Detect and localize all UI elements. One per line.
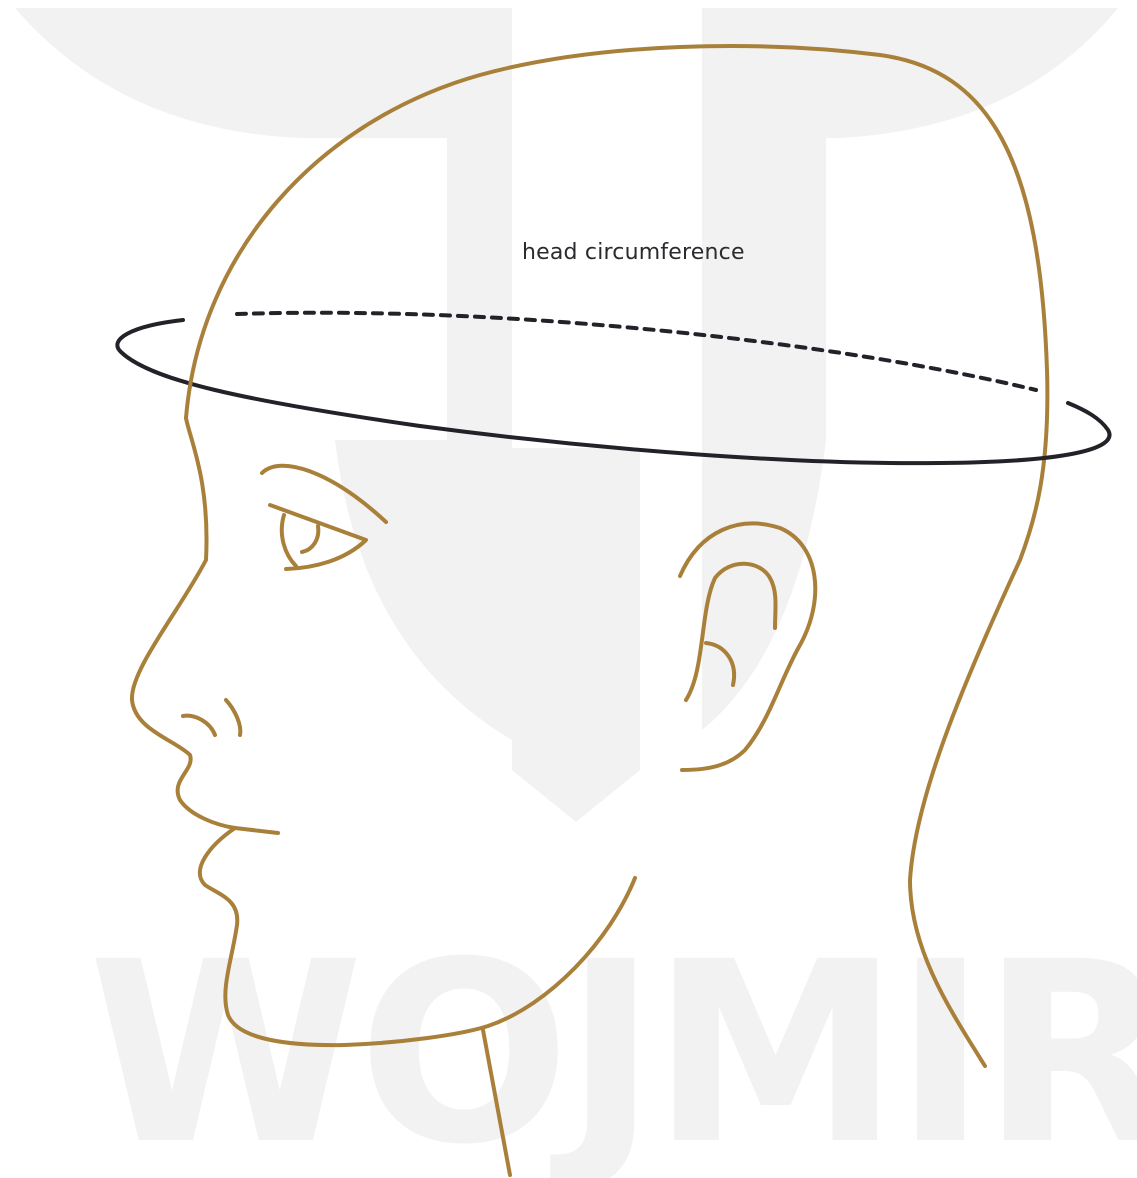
watermark-text: WOJMIR [88,908,1137,1178]
head-circumference-label: head circumference [522,240,745,265]
measuring-band-back [237,313,1036,390]
measuring-band-left-end [117,320,420,426]
watermark-logo-icon: WOJMIR [15,8,1137,1178]
